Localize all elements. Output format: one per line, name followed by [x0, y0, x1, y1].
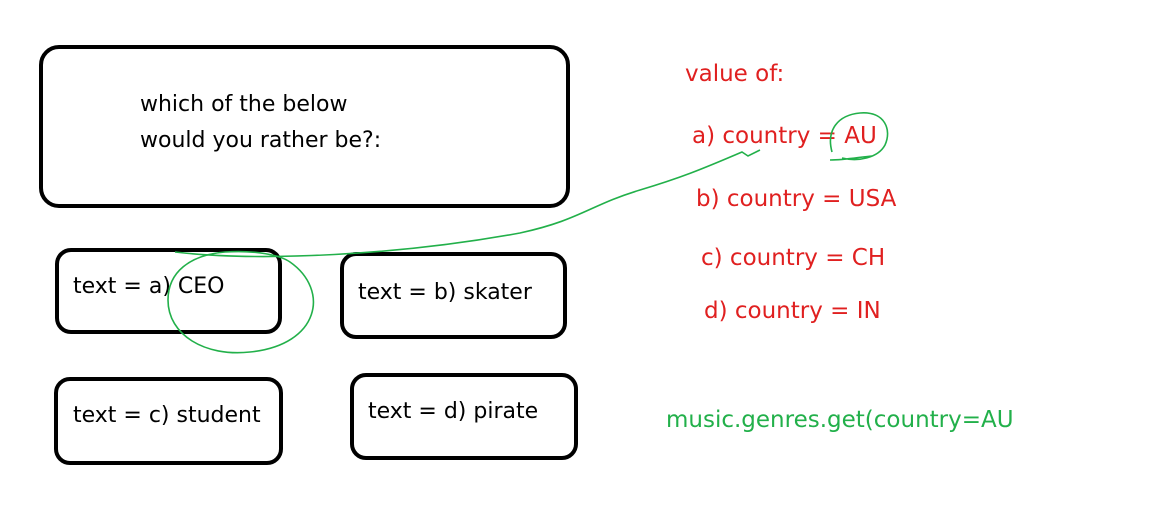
option-c-button[interactable]: text = c) student [54, 377, 283, 465]
code-call-text: music.genres.get(country=AU [666, 407, 1014, 433]
question-text: which of the below would you rather be?: [140, 87, 381, 159]
option-b-label: text = b) skater [358, 280, 532, 305]
option-a-label: text = a) CEO [73, 274, 225, 299]
value-item-c: c) country = CH [701, 245, 886, 271]
value-item-d: d) country = IN [704, 298, 881, 324]
option-d-button[interactable]: text = d) pirate [350, 373, 578, 460]
option-d-label: text = d) pirate [368, 399, 539, 424]
question-box: which of the below would you rather be?: [39, 45, 570, 208]
option-c-label: text = c) student [73, 403, 261, 428]
question-line-2: would you rather be?: [140, 128, 382, 153]
question-line-1: which of the below [140, 92, 348, 117]
option-b-button[interactable]: text = b) skater [340, 252, 567, 339]
option-a-button[interactable]: text = a) CEO [55, 248, 282, 334]
value-item-b: b) country = USA [696, 186, 897, 212]
value-item-a: a) country = AU [692, 123, 877, 149]
values-title: value of: [685, 61, 785, 87]
